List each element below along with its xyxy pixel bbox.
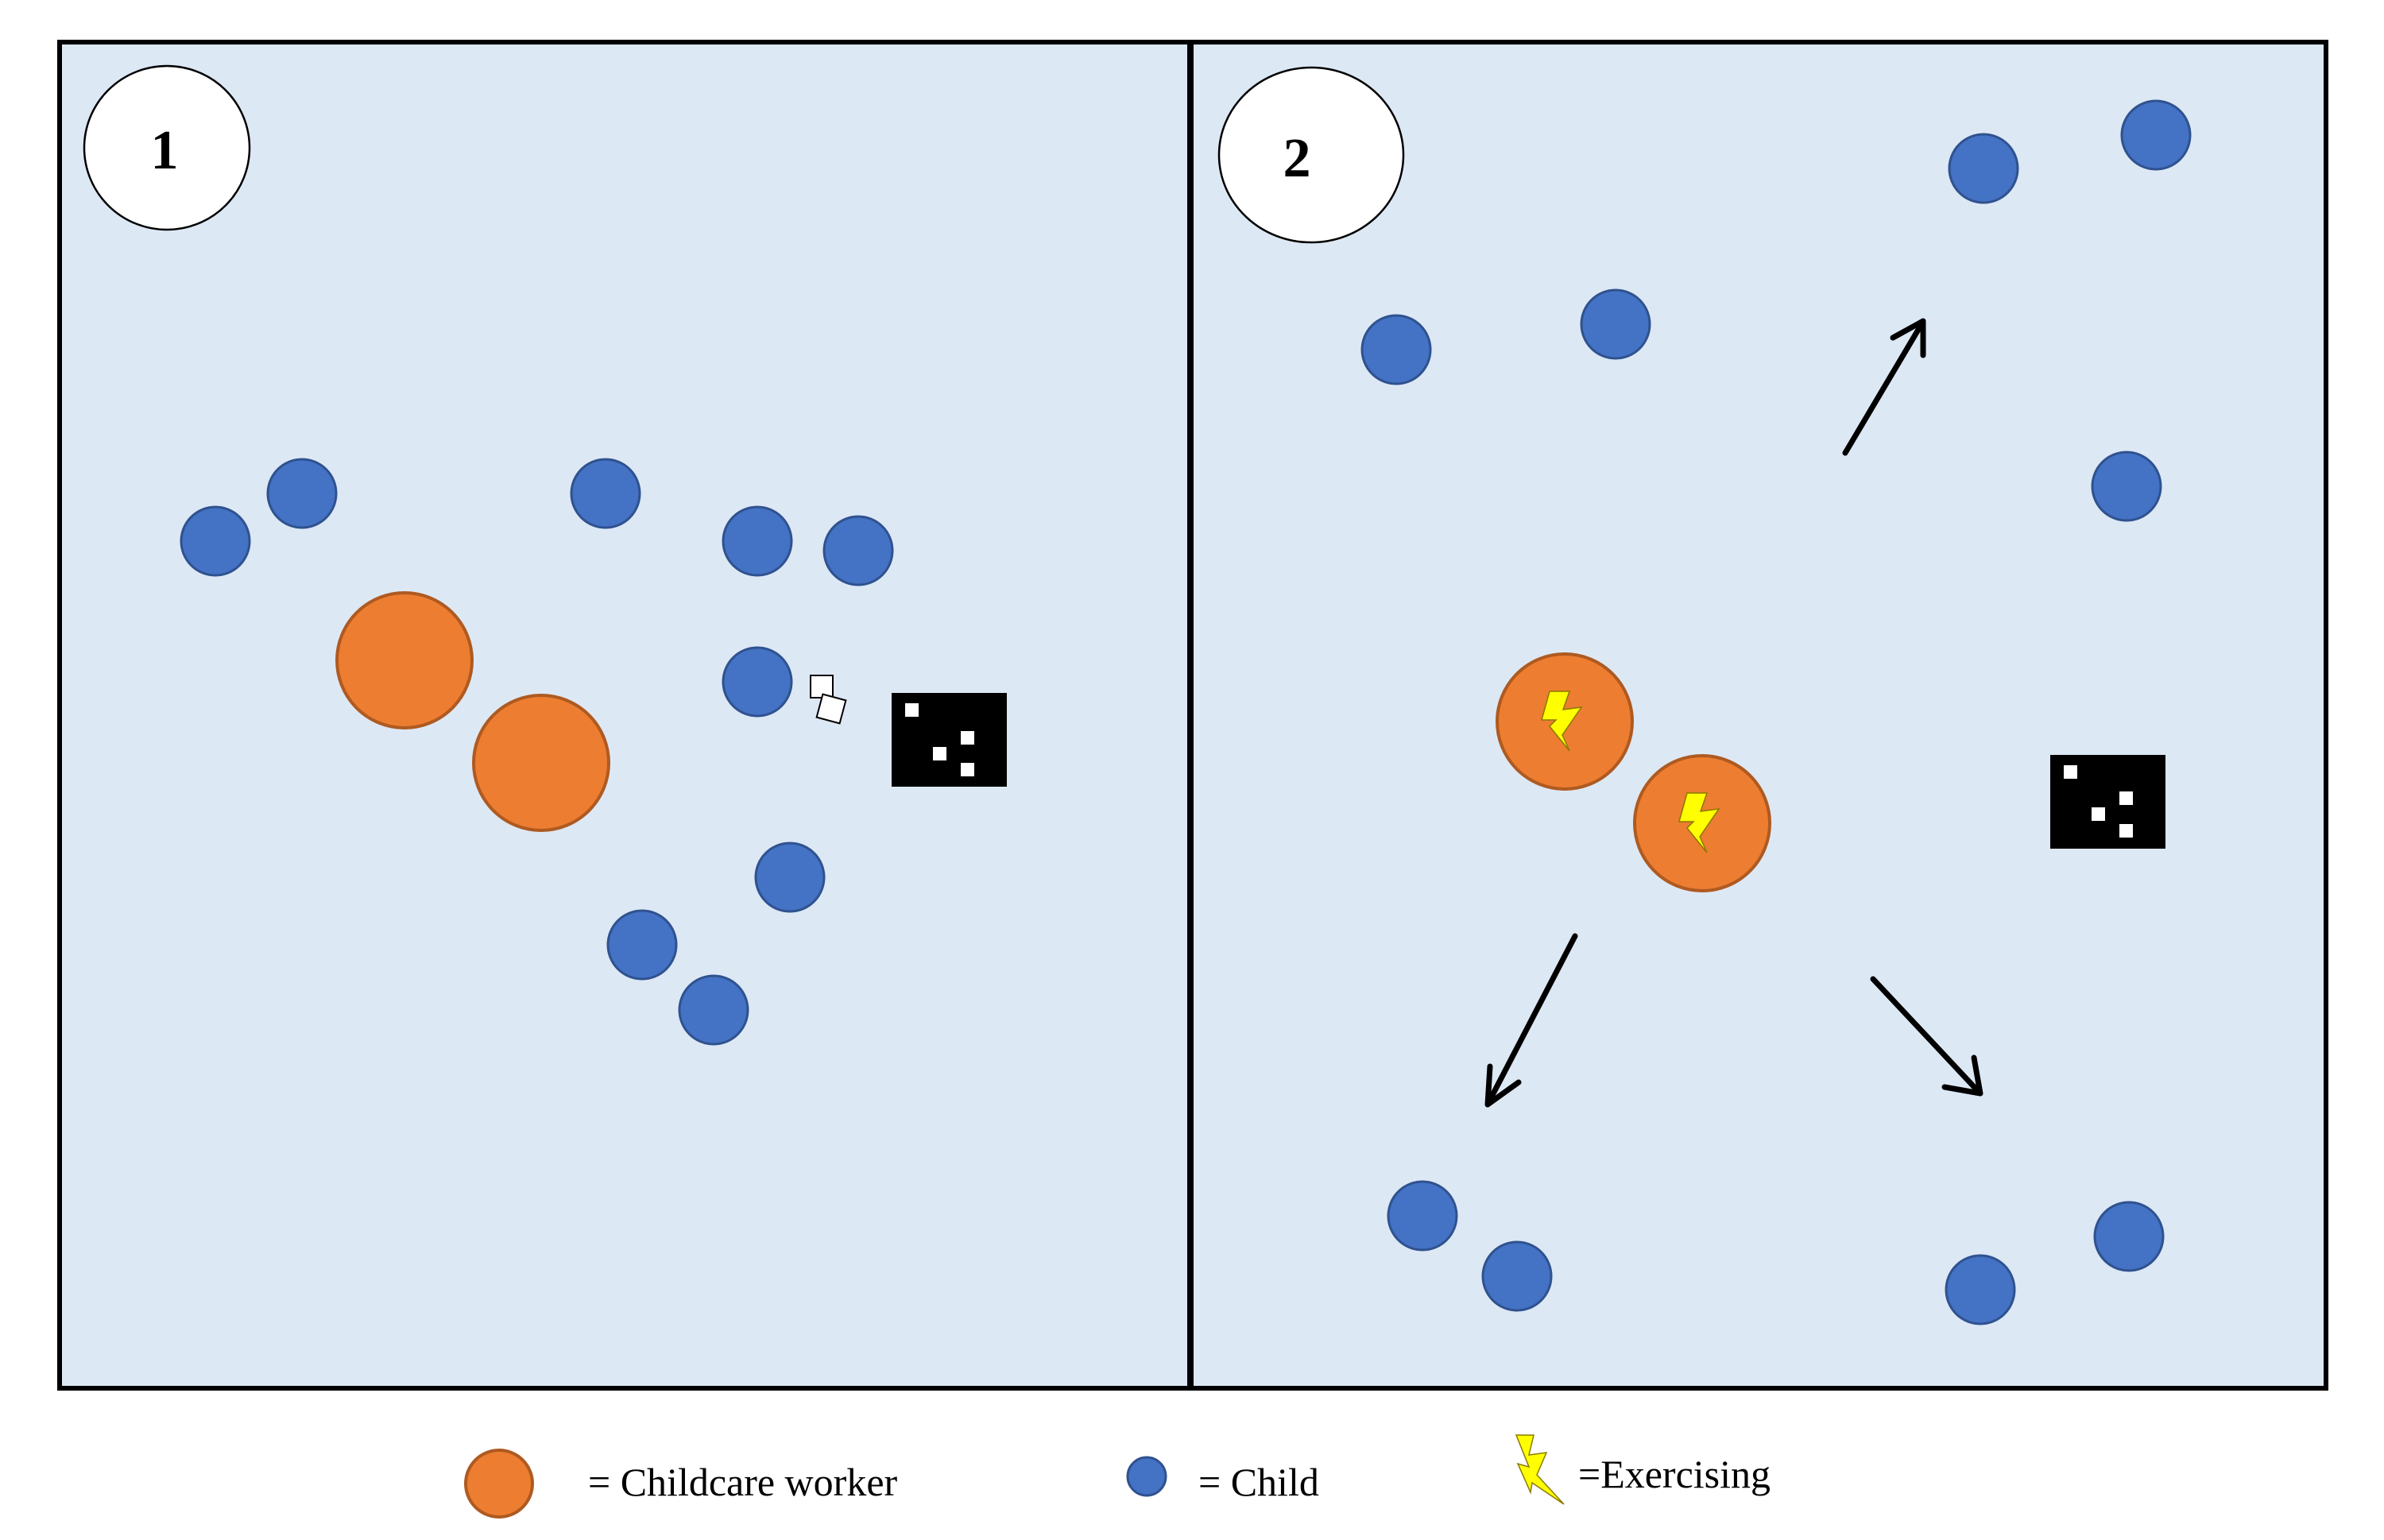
legend-worker-swatch [464,1449,534,1519]
panel-2-background [1192,42,2326,1388]
child [180,505,251,577]
child [1360,314,1432,385]
childcare-worker [472,694,610,832]
panel-1: 1 [83,64,1007,1046]
marker-icon [2050,755,2165,849]
lightning-bolt-icon [1678,792,1720,853]
legend-worker-label: = Childcare worker [588,1460,898,1504]
child [2093,1201,2165,1272]
cursor-icon [810,675,847,725]
exercising-childcare-worker [1496,652,1634,791]
lightning-bolt-icon [1541,691,1583,752]
panel-2: 2 [1217,66,2192,1325]
arrow-up-right [1842,318,1926,456]
child [570,458,641,529]
child [754,842,826,913]
legend-exercising-label: =Exercising [1578,1452,1771,1496]
panel-1-badge: 1 [83,64,251,231]
arrow-down-right [1870,976,1983,1097]
panel-2-number: 2 [1283,128,1311,189]
legend-child-swatch [1126,1456,1167,1497]
child [822,515,894,586]
child [1387,1180,1458,1252]
child [2091,451,2162,522]
legend: = Childcare worker = Child =Exercising [464,1434,1771,1519]
child [722,646,793,718]
child [2120,99,2192,171]
child [1945,1254,2016,1325]
childcare-worker [335,591,474,729]
child [1948,133,2019,204]
arrow-down-left [1484,933,1578,1108]
child [1481,1240,1553,1312]
child [1580,288,1651,360]
panel-1-background [60,42,1189,1388]
child [722,505,793,577]
child [678,974,749,1046]
child [266,458,338,529]
legend-child-label: = Child [1198,1460,1319,1504]
exercising-childcare-worker [1633,754,1771,892]
marker-icon [892,693,1007,787]
legend-lightning-bolt-icon [1515,1434,1565,1505]
child [606,909,678,981]
panel-1-number: 1 [151,120,179,181]
panel-2-badge: 2 [1217,66,1405,244]
